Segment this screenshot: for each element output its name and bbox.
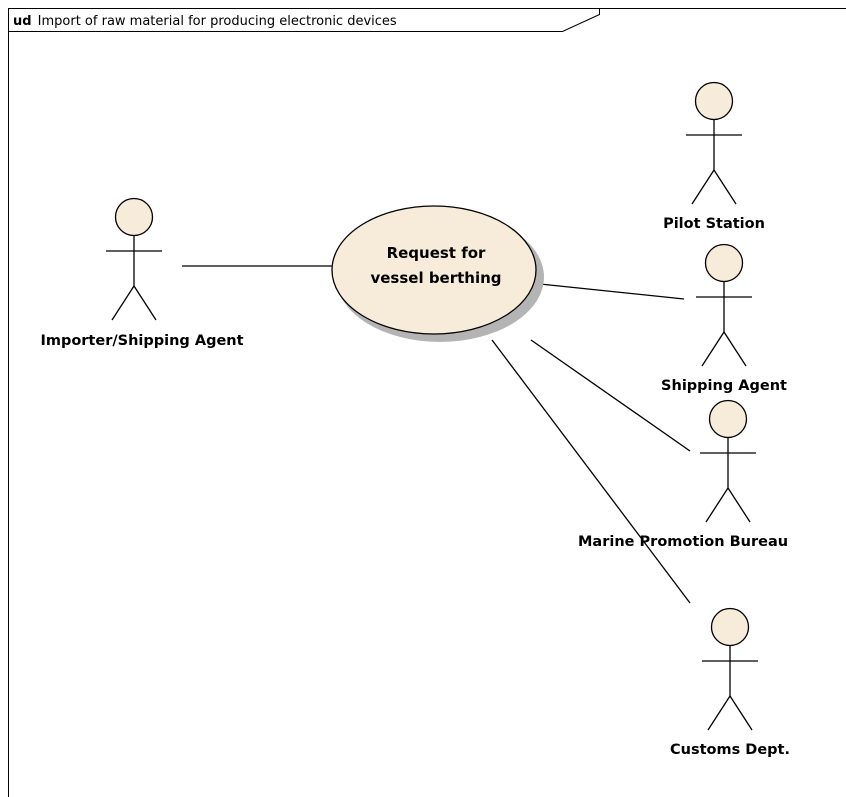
actor-customs-dept[interactable]: Customs Dept. [670,607,790,759]
actor-shipping-agent[interactable]: Shipping Agent [661,243,787,395]
associations [182,265,691,604]
stick-figure-icon [696,243,752,367]
use-case-request-vessel-berthing[interactable]: Request for vessel berthing [331,205,544,342]
actor-importer-shipping-agent[interactable]: Importer/Shipping Agent [40,197,244,350]
frame-name-tab [8,8,600,32]
actor-marine-promotion-bureau[interactable]: Marine Promotion Bureau [578,399,788,551]
frame-keyword: ud [13,14,32,29]
use-case-label-line-1: Request for [387,244,486,262]
use-case-label-line-2: vessel berthing [370,269,501,287]
actor-label: Marine Promotion Bureau [578,534,788,550]
actor-label: Pilot Station [663,216,765,232]
association-shipping-agent [539,283,685,300]
actor-label: Customs Dept. [670,742,790,758]
actor-label: Importer/Shipping Agent [40,333,243,349]
stick-figure-icon [106,197,162,321]
stick-figure-icon [686,81,742,205]
frame-title: Import of raw material for producing ele… [38,14,397,29]
association-customs-dept [491,339,691,604]
stick-figure-icon [702,607,758,731]
association-marine-promotion-bureau [530,339,691,452]
use-case-ellipse [331,205,537,335]
svg-text:ud Import of raw material: ud Import of raw material for producing … [13,10,397,29]
actor-label: Shipping Agent [661,378,787,394]
stick-figure-icon [700,399,756,523]
actor-pilot-station[interactable]: Pilot Station [663,81,765,233]
